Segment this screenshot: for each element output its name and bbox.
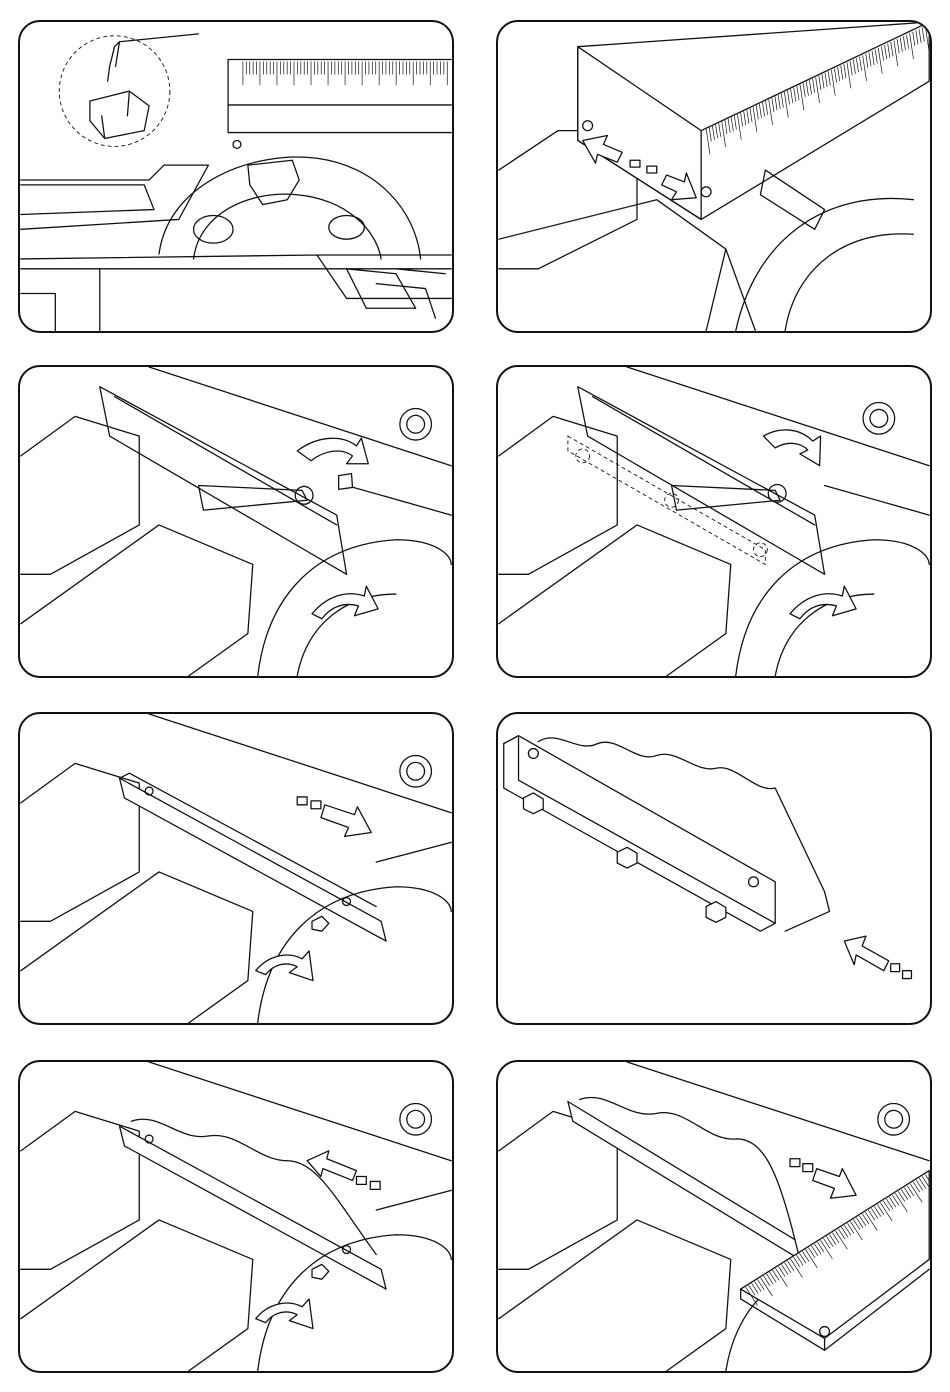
frame-edge	[149, 714, 451, 862]
base-frame	[21, 293, 56, 331]
panel-8	[496, 1060, 932, 1373]
arrow-dash	[370, 1181, 380, 1189]
screw-hole-inner	[407, 415, 425, 433]
knife-bar	[100, 387, 347, 575]
bolt	[312, 1264, 329, 1279]
wheel-hole	[329, 215, 365, 239]
table-block	[21, 525, 253, 676]
detail-clamp	[90, 91, 149, 138]
panel-7-drawing	[20, 1062, 452, 1371]
slide-arrow	[813, 1169, 856, 1199]
table-block	[499, 1220, 731, 1371]
allen-key	[108, 34, 199, 81]
ruler	[228, 60, 451, 133]
panel-3	[18, 365, 454, 678]
panel-5	[18, 712, 454, 1025]
knife-bar	[568, 1101, 800, 1259]
ruler-hole	[233, 140, 241, 148]
frame-edge	[627, 1062, 929, 1161]
slide-arrow	[307, 1151, 356, 1181]
panel-5-drawing	[20, 714, 452, 1023]
arrow-dash	[803, 1164, 813, 1172]
knife-clamp	[760, 170, 824, 229]
arrow-dash	[903, 971, 912, 979]
arrow-dash	[891, 964, 900, 972]
table-block	[499, 200, 756, 331]
vent-slots	[347, 269, 446, 318]
wheel	[736, 540, 929, 676]
insert-arrow	[844, 936, 888, 971]
wheel	[258, 540, 451, 676]
table-block	[499, 525, 731, 676]
wheel-inner	[194, 194, 382, 259]
frame-edge	[149, 367, 451, 515]
screw-hole-inner	[407, 1110, 425, 1128]
rotate-arrow	[763, 430, 820, 466]
panel-2	[496, 20, 932, 333]
table-block	[21, 872, 253, 1023]
rotate-arrow	[790, 586, 856, 619]
screw-hole	[863, 403, 895, 435]
table-block	[21, 1220, 253, 1371]
screw-hole-inner	[870, 409, 888, 427]
ghost-knife-bar	[568, 436, 765, 564]
screw-hole-inner	[885, 1110, 903, 1128]
table-block	[499, 416, 617, 574]
panel-2-drawing	[498, 22, 930, 331]
wheel-inner	[775, 594, 874, 676]
screw-hole	[878, 1103, 910, 1135]
table-edge	[21, 165, 209, 229]
bolt	[312, 916, 329, 931]
panel-4	[496, 365, 932, 678]
panel-6	[496, 712, 932, 1025]
wheel	[736, 198, 914, 331]
wheel	[159, 157, 421, 259]
arrow-dash	[339, 474, 353, 490]
wrench	[672, 485, 781, 510]
arrow-dash	[356, 1177, 366, 1185]
knife-bar	[504, 736, 775, 931]
ruler-box	[578, 22, 929, 219]
rotate-arrow	[256, 951, 313, 981]
panel-6-drawing	[498, 714, 930, 1023]
table-slot	[21, 185, 154, 215]
arrow-dash	[311, 801, 321, 809]
knife-bar	[578, 387, 825, 575]
table-block	[21, 416, 139, 574]
detail-circle	[59, 36, 170, 147]
arrow-dash	[630, 160, 640, 167]
rotate-arrow	[312, 586, 378, 619]
base-frame	[21, 255, 451, 331]
panel-1-drawing	[20, 22, 452, 331]
screw-hole	[400, 408, 432, 440]
knife-blade	[580, 1097, 795, 1239]
wheel-inner	[297, 594, 396, 676]
screw-hole	[400, 1103, 432, 1135]
arrow-dash	[297, 797, 307, 805]
knife-bar-edge	[120, 773, 377, 906]
screw-hole	[400, 755, 432, 787]
arrow-dash	[790, 1159, 800, 1167]
arrow-dash	[647, 166, 657, 173]
knife-blade	[131, 1119, 376, 1254]
ruler-ticks	[243, 61, 447, 85]
panel-3-drawing	[20, 367, 452, 676]
rotate-arrow	[256, 1299, 313, 1329]
panel-4-drawing	[498, 367, 930, 676]
panel-1	[18, 20, 454, 333]
slide-arrow	[321, 805, 371, 837]
ghost-bolt	[576, 449, 590, 463]
panel-7	[18, 1060, 454, 1373]
panel-8-drawing	[498, 1062, 930, 1371]
rotate-arrow	[297, 438, 368, 464]
ghost-bolt	[753, 543, 767, 557]
screw-hole-inner	[407, 762, 425, 780]
